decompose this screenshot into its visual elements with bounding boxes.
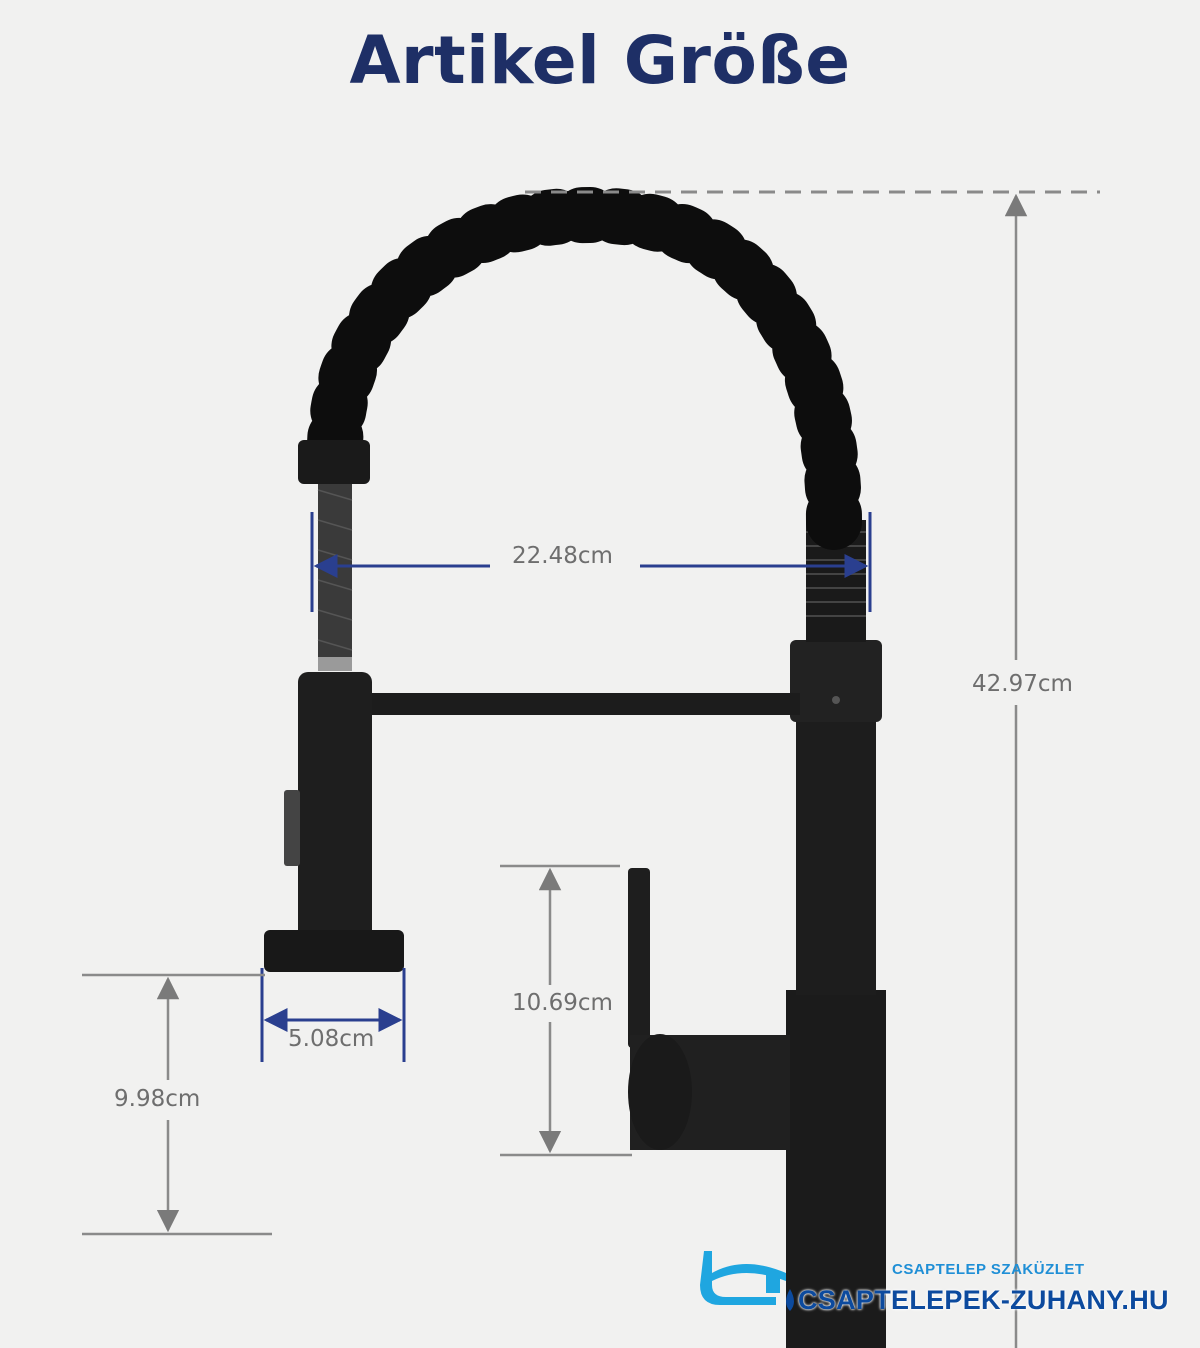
faucet-logo-icon (700, 1251, 794, 1311)
faucet-upper-column (796, 715, 876, 995)
faucet-illustration (264, 186, 886, 1348)
spray-toggle-button (284, 790, 300, 866)
spout-height-dimension (82, 973, 272, 1236)
faucet-spray-nozzle (264, 930, 404, 972)
faucet-support-bar (360, 693, 800, 715)
total-height-dimension (525, 190, 1100, 1348)
faucet-collar (790, 640, 882, 722)
spout-reach-dimension (310, 512, 872, 612)
faucet-base-column (786, 990, 886, 1348)
page-title: Artikel Größe (349, 22, 851, 99)
faucet-hose-connector (298, 440, 370, 484)
brand-watermark: CSAPTELEP SZAKÜZLET CSAPTELEPEK-ZUHANY.H… (690, 1245, 1200, 1325)
spray-head-width-label: 5.08cm (288, 1026, 375, 1052)
total-height-label: 42.97cm (972, 671, 1073, 697)
water-drop-icon (786, 1289, 794, 1311)
brand-name: CSAPTELEPEK-ZUHANY.HU (798, 1285, 1169, 1315)
spout-reach-label: 22.48cm (512, 543, 613, 569)
spout-height-label: 9.98cm (114, 1086, 201, 1112)
faucet-spring-coil (307, 186, 862, 550)
spray-head-width-dimension (260, 968, 406, 1062)
handle-height-label: 10.69cm (512, 990, 613, 1016)
handle-height-dimension (500, 864, 632, 1157)
faucet-spray-head (298, 672, 372, 940)
brand-tagline: CSAPTELEP SZAKÜZLET (892, 1261, 1085, 1278)
faucet-lever (628, 868, 650, 1048)
